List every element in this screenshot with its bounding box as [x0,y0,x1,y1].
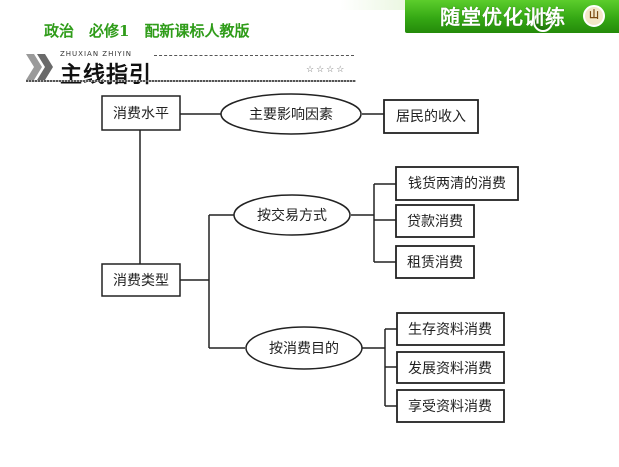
node-lease: 租赁消费 [395,245,475,279]
node-factor-label: 主要影响因素 [249,107,333,123]
node-development: 发展资料消费 [396,351,505,384]
node-loan-label: 贷款消费 [407,214,463,230]
connectors [139,113,397,407]
node-development-label: 发展资料消费 [408,361,492,377]
section-underline [26,80,356,82]
node-cash-label: 钱货两清的消费 [408,175,506,192]
node-income-label: 居民的收入 [396,109,466,125]
node-by-purpose: 按消费目的 [245,326,363,370]
node-types: 消费类型 [101,263,181,297]
node-survival: 生存资料消费 [396,312,505,346]
course-title: 政治 必修1 配新课标人教版 [44,22,250,40]
double-chevron-icon [26,54,53,80]
node-enjoyment: 享受资料消费 [396,389,505,423]
section-title: 主线指引 [60,63,153,88]
header-strip [0,0,619,10]
node-enjoyment-label: 享受资料消费 [408,398,492,415]
logo-badge-icon: 山 [583,5,605,27]
node-cash: 钱货两清的消费 [395,166,519,201]
section-header: ZHUXIAN ZHIYIN 主线指引 [26,50,356,88]
node-level: 消费水平 [101,95,181,131]
section-pinyin: ZHUXIAN ZHIYIN [60,50,132,58]
node-lease-label: 租赁消费 [407,255,463,271]
difficulty-stars: ☆☆☆☆ [306,65,347,75]
node-by-trade-label: 按交易方式 [257,207,327,224]
banner-title: 随堂优化训练 [440,5,566,29]
node-by-trade: 按交易方式 [233,194,351,236]
node-income: 居民的收入 [383,99,479,134]
banner [405,0,619,33]
banner-curl-decoration [533,12,553,32]
node-types-label: 消费类型 [113,273,169,289]
dashed-divider [154,55,354,56]
node-by-purpose-label: 按消费目的 [269,341,339,357]
node-factor: 主要影响因素 [220,93,362,135]
node-level-label: 消费水平 [113,106,169,122]
node-loan: 贷款消费 [395,204,475,238]
node-survival-label: 生存资料消费 [408,322,492,338]
